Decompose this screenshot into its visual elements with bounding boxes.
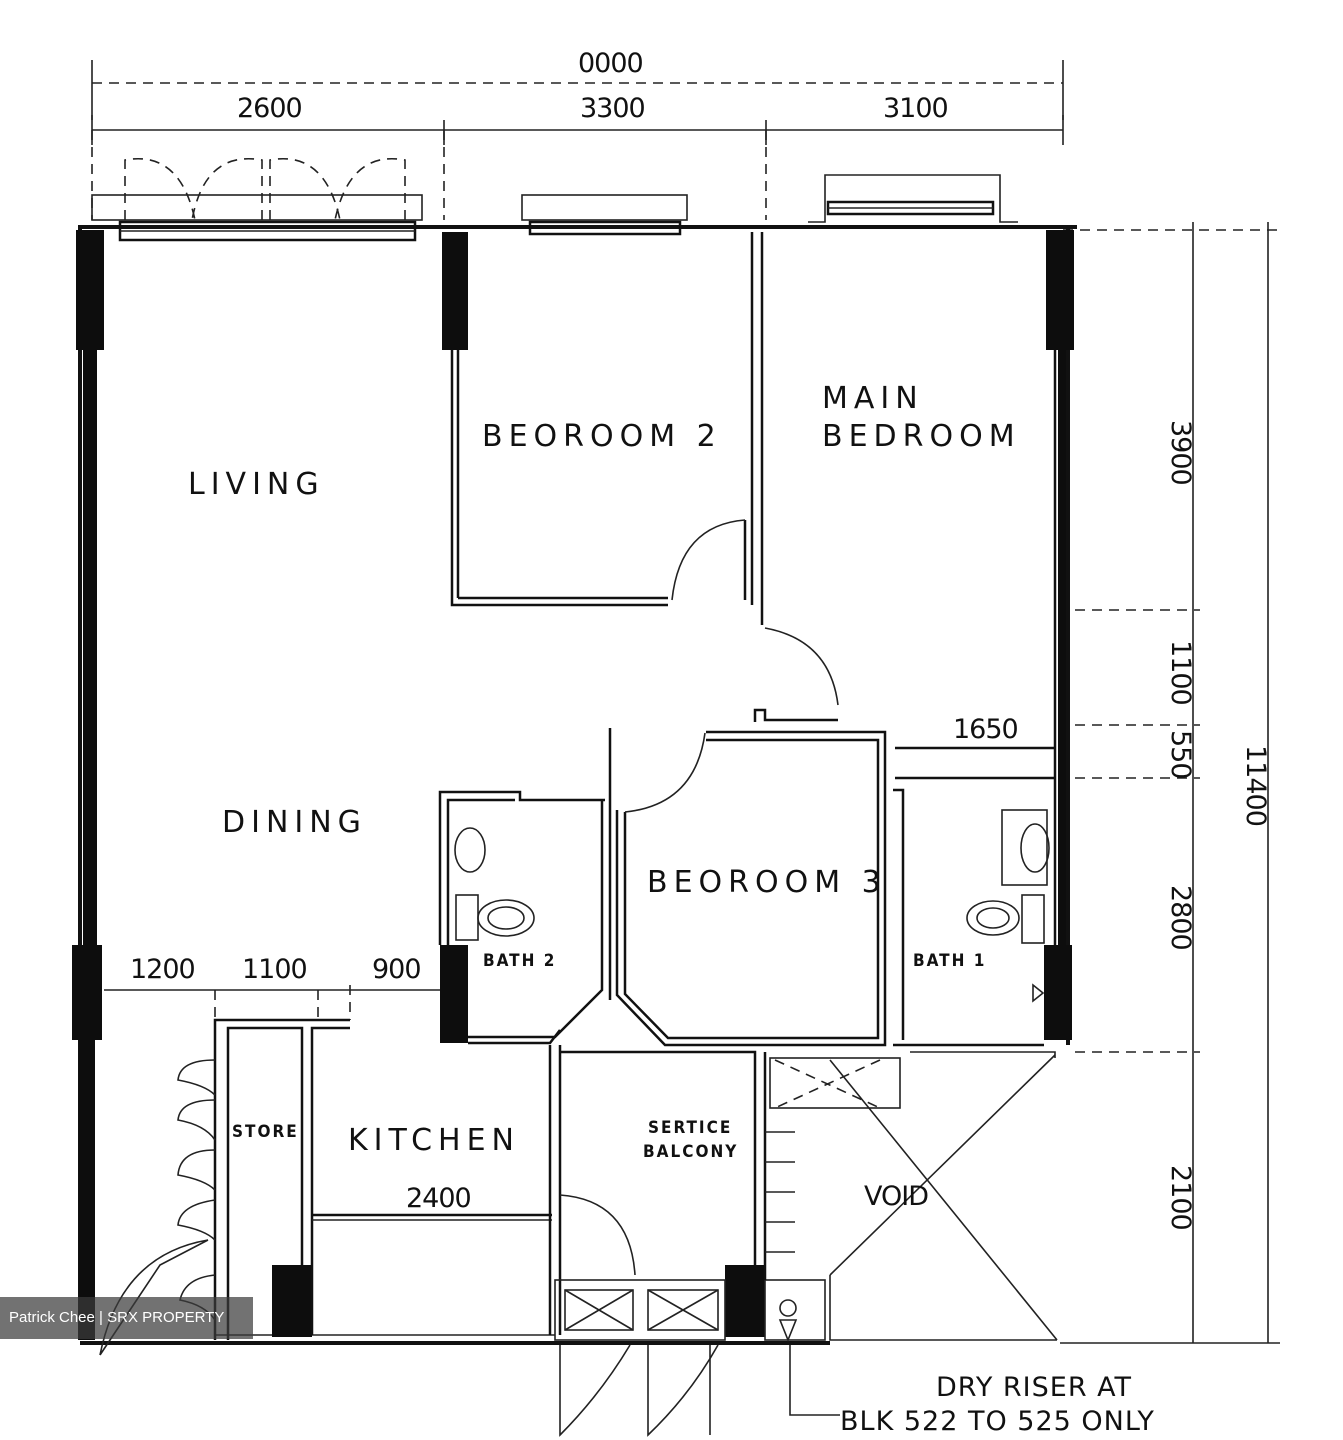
- kitchen-label: KITCHEN: [348, 1123, 520, 1158]
- right-dimension-2: 1100: [1165, 640, 1196, 705]
- store-walls: [99, 1018, 350, 1356]
- bedroom-2-label: BEOROOM 2: [482, 419, 722, 454]
- kitchen-width-dimension: 2400: [406, 1183, 471, 1214]
- bath-1-fixtures: [893, 788, 1050, 1047]
- overall-width-dimension: 0000: [578, 48, 643, 79]
- living-label: LIVING: [188, 467, 325, 502]
- main-bedroom-walls: [753, 232, 839, 722]
- void-label: VOID: [864, 1181, 928, 1212]
- right-dimension-3: 550: [1165, 730, 1196, 779]
- bath-2-fixtures: [438, 790, 605, 1045]
- void-area: [763, 1051, 1058, 1341]
- service-balcony: [554, 1050, 840, 1437]
- kitchen-dimension-1: 1200: [130, 954, 195, 985]
- dry-riser-note-line2: BLK 522 TO 525 ONLY: [840, 1406, 1155, 1437]
- right-dimension-1: 3900: [1165, 420, 1196, 485]
- bedroom-2-walls: [450, 232, 754, 607]
- overall-height-dimension: 11400: [1240, 745, 1271, 826]
- main-bedroom-label-line1: MAIN: [822, 381, 924, 416]
- bath-2-label: BATH 2: [483, 951, 556, 971]
- main-bedroom-label-line2: BEDROOM: [822, 419, 1021, 454]
- watermark: Patrick Chee | SRX PROPERTY: [0, 1297, 253, 1339]
- top-dimension-3: 3100: [883, 93, 948, 124]
- top-dimension-2: 3300: [580, 93, 645, 124]
- bath-1-label: BATH 1: [913, 951, 986, 971]
- store-label: STORE: [232, 1122, 299, 1142]
- bedroom-3-label: BEOROOM 3: [647, 865, 887, 900]
- kitchen-dimension-3: 900: [372, 954, 421, 985]
- kitchen-dimension-lines: [104, 985, 440, 1020]
- service-balcony-label-line2: BALCONY: [643, 1142, 738, 1162]
- top-dimension-lines: [91, 60, 1064, 220]
- top-dimension-1: 2600: [237, 93, 302, 124]
- service-balcony-label-line1: SERTICE: [648, 1118, 732, 1138]
- bedroom-3-walls: [608, 728, 1055, 1047]
- bath-corridor-dimension: 1650: [953, 714, 1018, 745]
- right-dimension-lines: [1060, 222, 1280, 1344]
- right-dimension-4: 2800: [1165, 885, 1196, 950]
- structural-columns: [72, 230, 1074, 1340]
- dry-riser-note-line1: DRY RISER AT: [936, 1372, 1132, 1403]
- kitchen-dimension-2: 1100: [242, 954, 307, 985]
- dining-label: DINING: [222, 805, 367, 840]
- kitchen-walls: [310, 1045, 562, 1335]
- right-dimension-5: 2100: [1165, 1165, 1196, 1230]
